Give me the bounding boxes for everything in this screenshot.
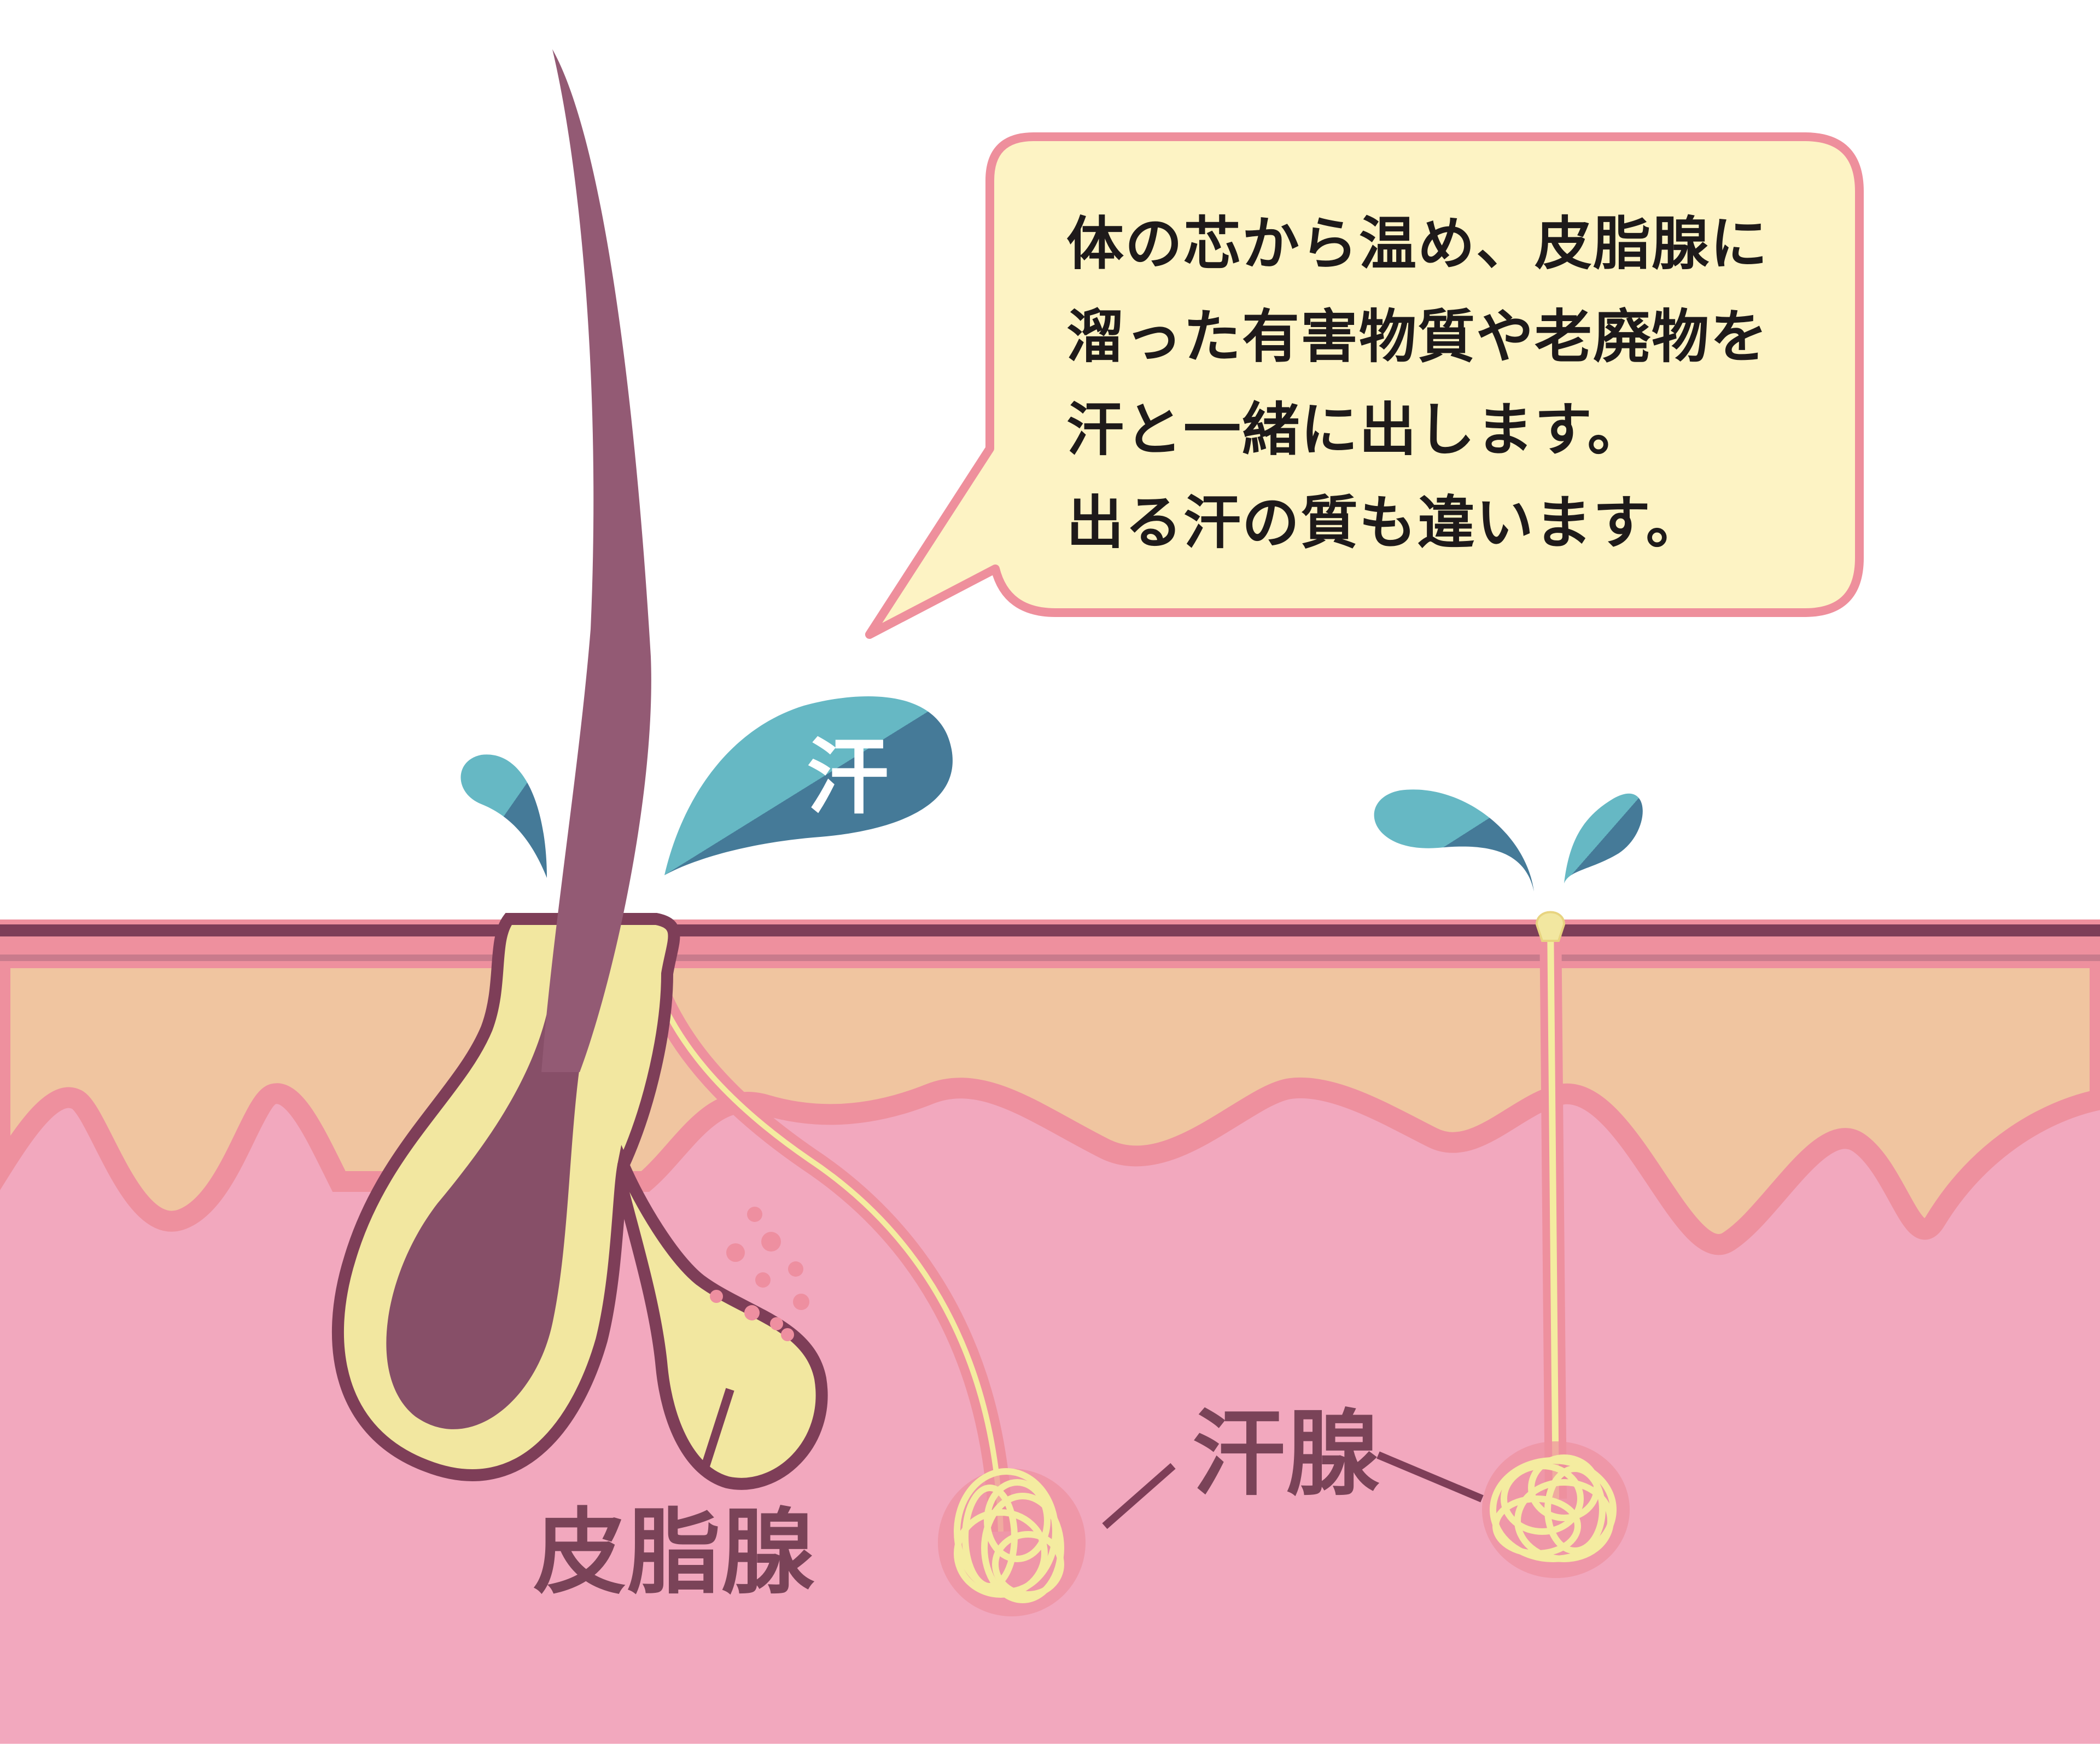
hair-shaft: [541, 49, 651, 1072]
sebaceous-gland-label: 皮脂腺: [533, 1498, 816, 1607]
sweat-gland-leader-right: [1376, 1451, 1484, 1503]
speech-bubble: [865, 132, 1864, 639]
sweat-gland-label: 汗腺: [1192, 1399, 1381, 1509]
callout-line-2: 溜った有害物質や老廃物を: [1066, 302, 1769, 370]
sebaceous-leader-line: [701, 1388, 734, 1468]
sweat-gland-leader-left: [1102, 1463, 1176, 1529]
callout-line-3: 汗と一緒に出します。: [1066, 395, 1646, 463]
sweat-drop-right-a: [1374, 789, 1534, 892]
callout-line-1: 体の芯から温め、皮脂腺に: [1066, 209, 1769, 277]
sweat-drop-small-left: [460, 754, 547, 878]
hair-root: [386, 985, 580, 1429]
epidermis-layer: [0, 935, 2100, 968]
sweat-drop-label: 汗: [807, 729, 889, 825]
sweat-drop-large-icon: [664, 696, 953, 875]
sweat-gland-coil-right: [1482, 1441, 1630, 1578]
sweat-pore-right: [1535, 911, 1566, 942]
callout-text: 体の芯から温め、皮脂腺に 溜った有害物質や老廃物を 汗と一緒に出します。 出る汗…: [1066, 197, 1859, 569]
callout-line-4: 出る汗の質も違います。: [1066, 488, 1705, 556]
skin-surface-line: [0, 924, 2100, 936]
sebaceous-dots: [710, 1207, 809, 1341]
sweat-drop-right-b: [1564, 793, 1643, 883]
sweat-gland-coil-left: [938, 1468, 1086, 1616]
